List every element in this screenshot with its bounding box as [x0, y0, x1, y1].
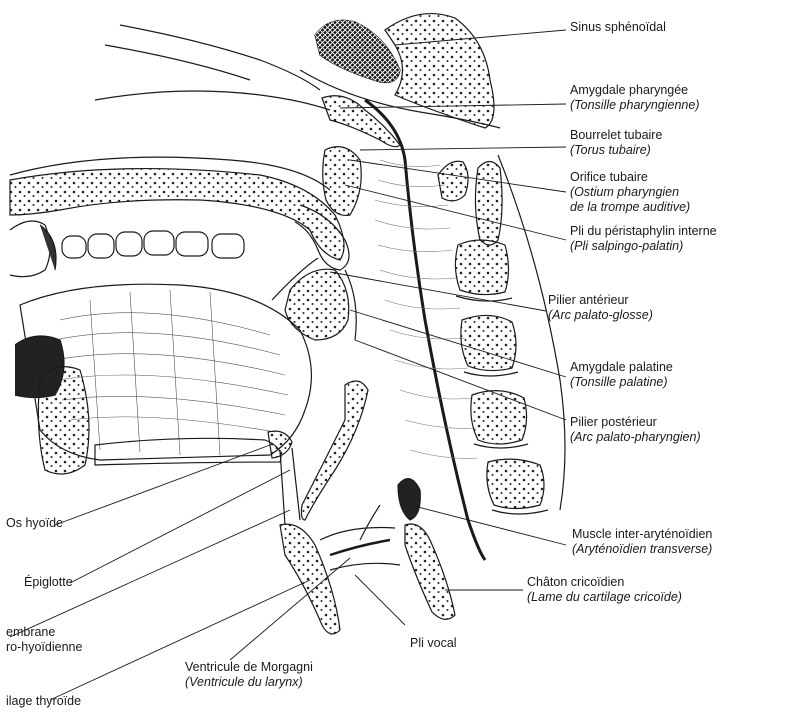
label-amygdale-pharyngee: Amygdale pharyngée (Tonsille pharyngienn…	[570, 83, 699, 113]
label-main: Sinus sphénoïdal	[570, 20, 666, 35]
arytenoid	[398, 479, 420, 520]
thyroid-cartilage	[280, 524, 340, 634]
sphenoid-bone	[385, 14, 494, 128]
vertebra-c2	[455, 240, 508, 295]
torus-tubarius	[323, 147, 362, 216]
label-pli-vocal: Pli vocal	[410, 636, 457, 651]
label-alt: (Aryténoïdien transverse)	[572, 542, 712, 557]
vertebra-c3	[461, 315, 516, 370]
label-sinus-sphenoidal: Sinus sphénoïdal	[570, 20, 666, 35]
label-amygdale-palatine: Amygdale palatine (Tonsille palatine)	[570, 360, 673, 390]
label-main: Os hyoïde	[6, 516, 63, 531]
label-alt: (Lame du cartilage cricoïde)	[527, 590, 682, 605]
label-main: Bourrelet tubaire	[570, 128, 662, 143]
label-ventricule-morgagni: Ventricule de Morgagni (Ventricule du la…	[185, 660, 313, 690]
label-main: Pilier postérieur	[570, 415, 701, 430]
label-main: Ventricule de Morgagni	[185, 660, 313, 675]
label-bourrelet-tubaire: Bourrelet tubaire (Torus tubaire)	[570, 128, 662, 158]
label-alt: (Tonsille pharyngienne)	[570, 98, 699, 113]
label-main: Amygdale palatine	[570, 360, 673, 375]
label-pilier-posterieur: Pilier postérieur (Arc palato-pharyngien…	[570, 415, 701, 445]
label-pilier-anterieur: Pilier antérieur (Arc palato-glosse)	[548, 293, 653, 323]
label-cartilage-thyroide: ilage thyroïde	[6, 694, 81, 709]
label-main: Épiglotte	[24, 575, 73, 590]
vocal-fold	[330, 540, 390, 555]
label-main: Pilier antérieur	[548, 293, 653, 308]
vertebra-c5	[487, 459, 544, 508]
vertebra-c4	[471, 391, 527, 444]
label-pli-peristaphylin: Pli du péristaphylin interne (Pli salpin…	[570, 224, 717, 254]
label-alt: (Ostium pharyngien	[570, 185, 690, 200]
label-chaton-cricoidien: Châton cricoïdien (Lame du cartilage cri…	[527, 575, 682, 605]
label-alt: (Arc palato-glosse)	[548, 308, 653, 323]
label-epiglotte: Épiglotte	[24, 575, 73, 590]
palatine-tonsil	[285, 269, 349, 340]
atlas-vertebra	[438, 161, 468, 201]
label-muscle-inter-arytenoidien: Muscle inter-aryténoïdien (Aryténoïdien …	[572, 527, 712, 557]
cricoid-lamina	[405, 524, 455, 619]
label-os-hyoide: Os hyoïde	[6, 516, 63, 531]
label-membrane-thyro-hyoidienne: embrane ro-hyoïdienne	[6, 625, 82, 655]
label-alt: (Ventricule du larynx)	[185, 675, 313, 690]
label-main: Amygdale pharyngée	[570, 83, 699, 98]
label-main: Pli du péristaphylin interne	[570, 224, 717, 239]
axis-dens	[475, 162, 502, 246]
label-orifice-tubaire: Orifice tubaire (Ostium pharyngien de la…	[570, 170, 690, 215]
epiglottis	[301, 381, 368, 520]
mandible	[38, 367, 89, 474]
label-main: Muscle inter-aryténoïdien	[572, 527, 712, 542]
label-main: Châton cricoïdien	[527, 575, 682, 590]
hard-palate	[10, 169, 344, 260]
upper-teeth	[62, 231, 244, 258]
label-alt: (Torus tubaire)	[570, 143, 662, 158]
label-main: Orifice tubaire	[570, 170, 690, 185]
label-main: Pli vocal	[410, 636, 457, 651]
label-alt: (Arc palato-pharyngien)	[570, 430, 701, 445]
label-alt: (Pli salpingo-palatin)	[570, 239, 717, 254]
label-alt: (Tonsille palatine)	[570, 375, 673, 390]
label-alt-2: de la trompe auditive)	[570, 200, 690, 215]
label-main: embrane	[6, 625, 82, 640]
label-main: ilage thyroïde	[6, 694, 81, 709]
label-main-2: ro-hyoïdienne	[6, 640, 82, 655]
